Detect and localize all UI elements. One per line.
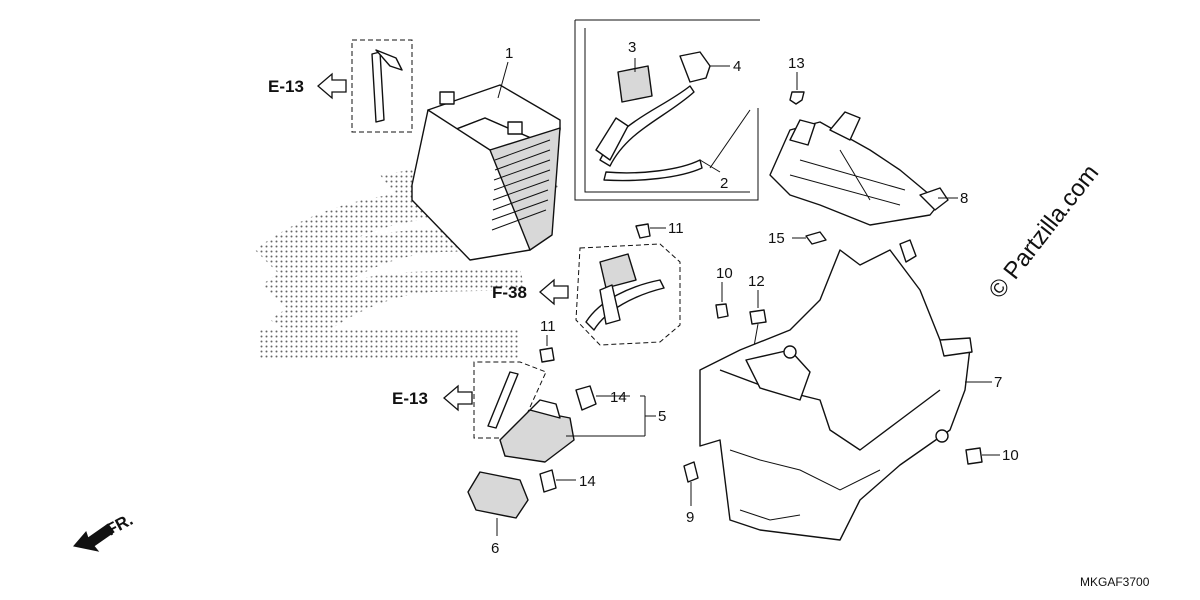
svg-text:E-13: E-13 [268,77,304,96]
reference-arrow-icon [443,384,473,412]
top-harness-box [351,39,413,133]
callout-10a: 10 [716,265,733,282]
reference-e13-bottom: E-13 [392,389,428,408]
callout-5: 5 [658,408,666,425]
bottom-harness-box: E-13 [392,361,547,439]
callout-9: 9 [686,509,694,526]
front-direction-arrow-icon [73,523,115,552]
callout-13: 13 [788,55,805,72]
callout-14b: 14 [579,473,596,490]
bolt-11-lower: 11 [539,318,556,363]
diagram-code: MKGAF3700 [1080,575,1150,589]
callout-7: 7 [994,374,1002,391]
callout-15: 15 [768,230,785,247]
callout-14a: 14 [610,389,627,406]
callout-4: 4 [733,58,741,75]
callout-2: 2 [720,175,728,192]
callout-10b: 10 [1002,447,1019,464]
callout-1: 1 [505,45,513,62]
battery-tray: 13 8 15 [768,55,968,247]
clip-9: 9 [683,461,699,526]
callout-11b: 11 [540,318,556,335]
callout-12: 12 [748,273,765,290]
battery-case: 7 [699,239,1002,541]
watermark-text: © Partzilla.com [983,160,1104,304]
reference-e13-top: E-13 [268,72,347,100]
bolt-11-upper: 11 [635,220,684,239]
callout-11a: 11 [668,220,684,237]
reference-f38: F-38 [492,283,527,302]
relay-cover: 14 6 [467,469,596,557]
callout-8: 8 [960,190,968,207]
reference-arrow-icon [317,72,347,100]
reference-arrow-icon [539,278,569,306]
bolts-10-12: 10 12 10 [715,265,1019,465]
callout-3: 3 [628,39,636,56]
battery: 1 [411,45,561,261]
front-direction: FR. [73,510,136,552]
relay-assembly: 14 5 [499,385,666,463]
f38-harness: F-38 [492,243,681,346]
callout-6: 6 [491,540,499,557]
cable-frame: 3 4 2 [574,19,760,201]
